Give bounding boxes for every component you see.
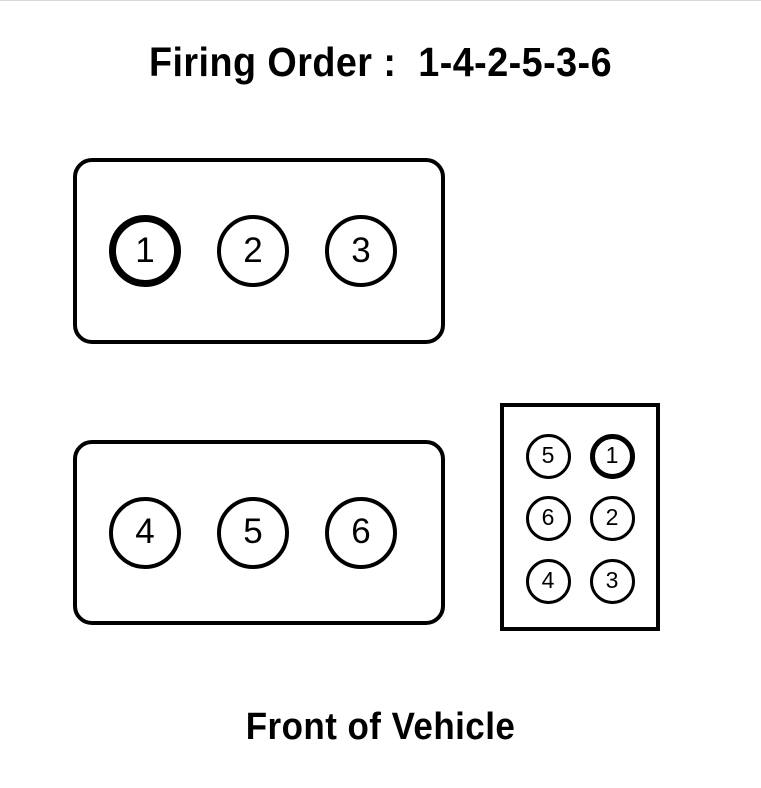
distributor-terminal-2: 2	[589, 496, 635, 542]
distributor-terminal-6-label: 6	[541, 504, 555, 531]
cylinder-2: 2	[217, 215, 289, 287]
front-of-vehicle-caption: Front of Vehicle	[245, 706, 516, 748]
cylinder-3: 3	[325, 215, 397, 287]
scan-top-edge	[0, 0, 761, 1]
cylinder-5: 5	[217, 496, 289, 569]
cylinder-bank-rear: 1 2 3	[73, 158, 445, 344]
distributor-terminal-6: 6	[525, 496, 571, 542]
cylinder-bank-front: 4 5 6	[73, 440, 445, 625]
cylinder-3-label: 3	[351, 230, 371, 270]
cylinder-2-label: 2	[243, 230, 263, 270]
firing-order-title: Firing Order : 1-4-2-5-3-6	[148, 39, 613, 85]
cylinder-5-label: 5	[243, 512, 263, 551]
distributor-terminal-3-label: 3	[605, 567, 619, 594]
distributor-terminal-4-label: 4	[541, 567, 555, 594]
distributor-terminal-3: 3	[589, 559, 635, 605]
cylinder-4: 4	[109, 496, 181, 569]
distributor-terminal-2-label: 2	[605, 504, 619, 531]
distributor-terminal-4: 4	[525, 559, 571, 605]
distributor-terminal-1-label: 1	[605, 441, 619, 468]
distributor-cap: 5 1 6 2 4 3	[500, 403, 660, 631]
distributor-terminal-5-label: 5	[541, 441, 555, 468]
cylinder-4-label: 4	[135, 512, 155, 551]
distributor-terminal-grid: 5 1 6 2 4 3	[504, 407, 656, 627]
cylinder-6: 6	[325, 496, 397, 569]
distributor-terminal-5: 5	[525, 433, 571, 479]
cylinder-1: 1	[109, 215, 181, 287]
distributor-terminal-1: 1	[589, 433, 635, 479]
cylinder-6-label: 6	[351, 512, 371, 551]
cylinder-1-label: 1	[135, 230, 155, 270]
